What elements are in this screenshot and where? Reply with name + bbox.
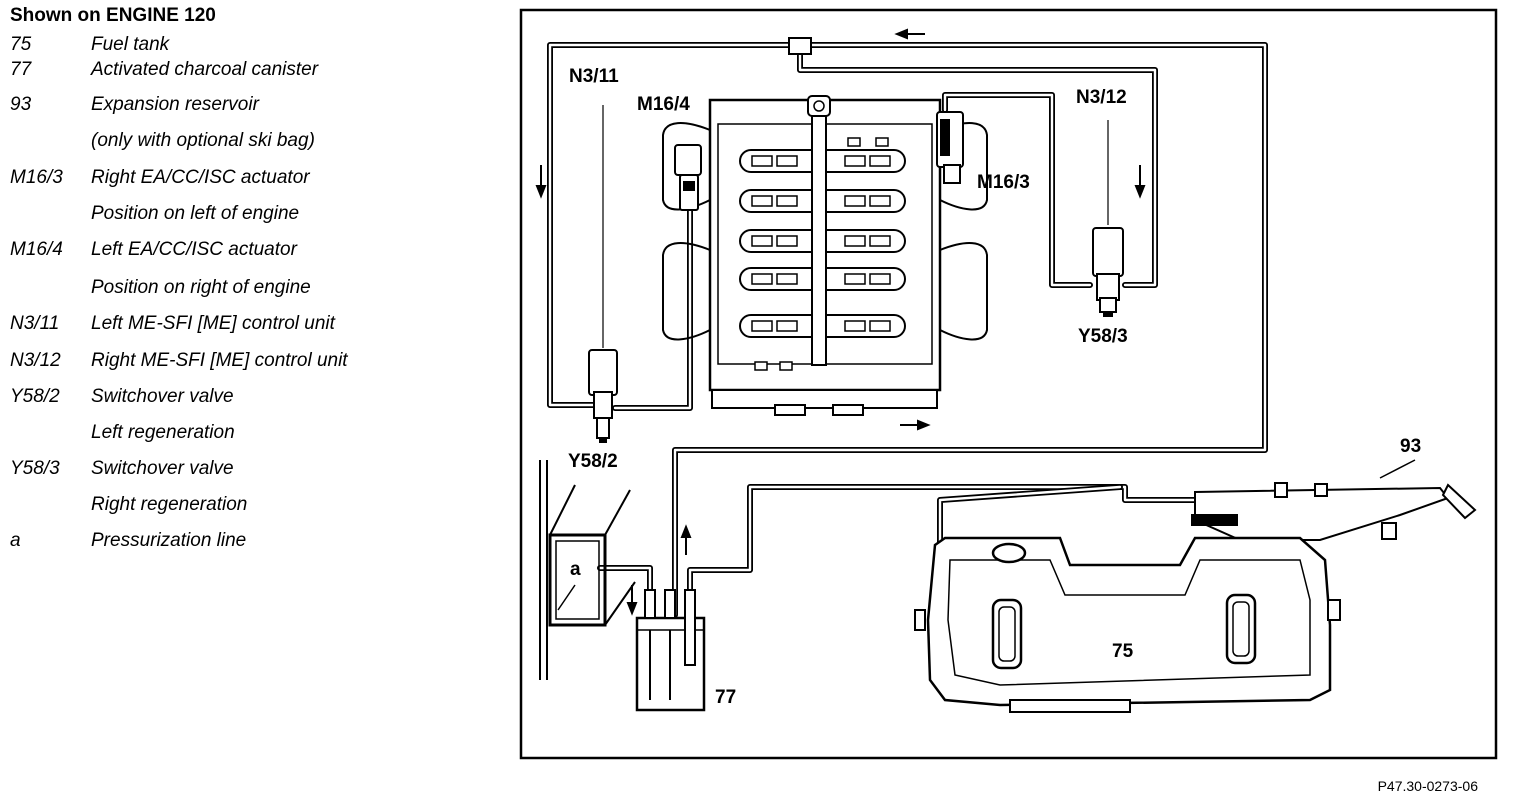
legend-code: 75: [10, 34, 32, 55]
legend-title: Shown on ENGINE 120: [10, 5, 216, 26]
legend-desc: Left EA/CC/ISC actuator: [91, 239, 297, 260]
legend-code: M16/4: [10, 239, 63, 260]
label-a: a: [570, 559, 581, 580]
legend-code: N3/11: [10, 313, 60, 334]
legend-desc: Right EA/CC/ISC actuator: [91, 167, 310, 188]
label-77: 77: [715, 687, 736, 708]
legend-desc: Right regeneration: [91, 494, 248, 515]
pressurization-hose: [597, 565, 653, 618]
legend-desc: Pressurization line: [91, 530, 247, 551]
label-m16-4: M16/4: [637, 94, 690, 115]
legend-code: 93: [10, 94, 32, 115]
legend-desc: Switchover valve: [91, 386, 234, 407]
legend-desc: Position on right of engine: [91, 277, 311, 298]
label-n3-12: N3/12: [1076, 87, 1127, 108]
label-n3-11: N3/11: [569, 66, 619, 87]
legend-desc: Switchover valve: [91, 458, 234, 479]
legend-desc: Left regeneration: [91, 422, 235, 443]
right-actuator-m16-3: [936, 111, 964, 184]
label-y58-3: Y58/3: [1078, 326, 1128, 347]
engine-block: [662, 95, 988, 416]
legend-desc: Activated charcoal canister: [91, 59, 319, 80]
legend-code: Y58/3: [10, 458, 60, 479]
left-actuator-m16-4: [674, 144, 702, 211]
label-93: 93: [1400, 436, 1421, 457]
flow-arrow-right-icon: [900, 419, 931, 431]
legend-code: 77: [10, 59, 32, 80]
flow-arrow-down-icon: [626, 585, 638, 616]
charcoal-canister: [635, 589, 706, 712]
right-actuator-hose: [797, 42, 1158, 288]
flow-arrows: [535, 28, 1146, 616]
diagram-frame: [519, 8, 1498, 760]
label-y58-2: Y58/2: [568, 451, 618, 472]
fuel-tank: [914, 536, 1341, 713]
right-switchover-valve: [1092, 227, 1124, 317]
label-75: 75: [1112, 641, 1134, 662]
figure-reference: P47.30-0273-06: [1377, 778, 1478, 794]
tank-vent-hose: [687, 484, 1283, 618]
legend-code: M16/3: [10, 167, 63, 188]
legend-code: a: [10, 530, 21, 551]
flow-arrow-down-icon: [1134, 165, 1146, 199]
flow-arrow-left-icon: [894, 28, 925, 40]
legend-code: Y58/2: [10, 386, 60, 407]
label-m16-3: M16/3: [977, 172, 1030, 193]
legend-desc: Fuel tank: [91, 34, 170, 55]
legend-desc: Position on left of engine: [91, 203, 300, 224]
hose-lines: [547, 42, 1283, 618]
legend-desc: Left ME-SFI [ME] control unit: [91, 313, 335, 334]
legend-desc: Right ME-SFI [ME] control unit: [91, 350, 348, 371]
flow-arrow-down-icon: [535, 165, 547, 199]
legend-code: N3/12: [10, 350, 61, 371]
legend-desc: (only with optional ski bag): [91, 130, 315, 151]
left-switchover-valve: [588, 349, 618, 443]
left-actuator-hose: [612, 197, 693, 411]
expansion-reservoir: [1191, 459, 1477, 541]
flow-arrow-up-icon: [680, 524, 692, 555]
purge-loop-hose: [547, 42, 1268, 618]
pressurization-box: [539, 460, 636, 680]
t-connector: [788, 37, 812, 55]
legend-desc: Expansion reservoir: [91, 94, 259, 115]
